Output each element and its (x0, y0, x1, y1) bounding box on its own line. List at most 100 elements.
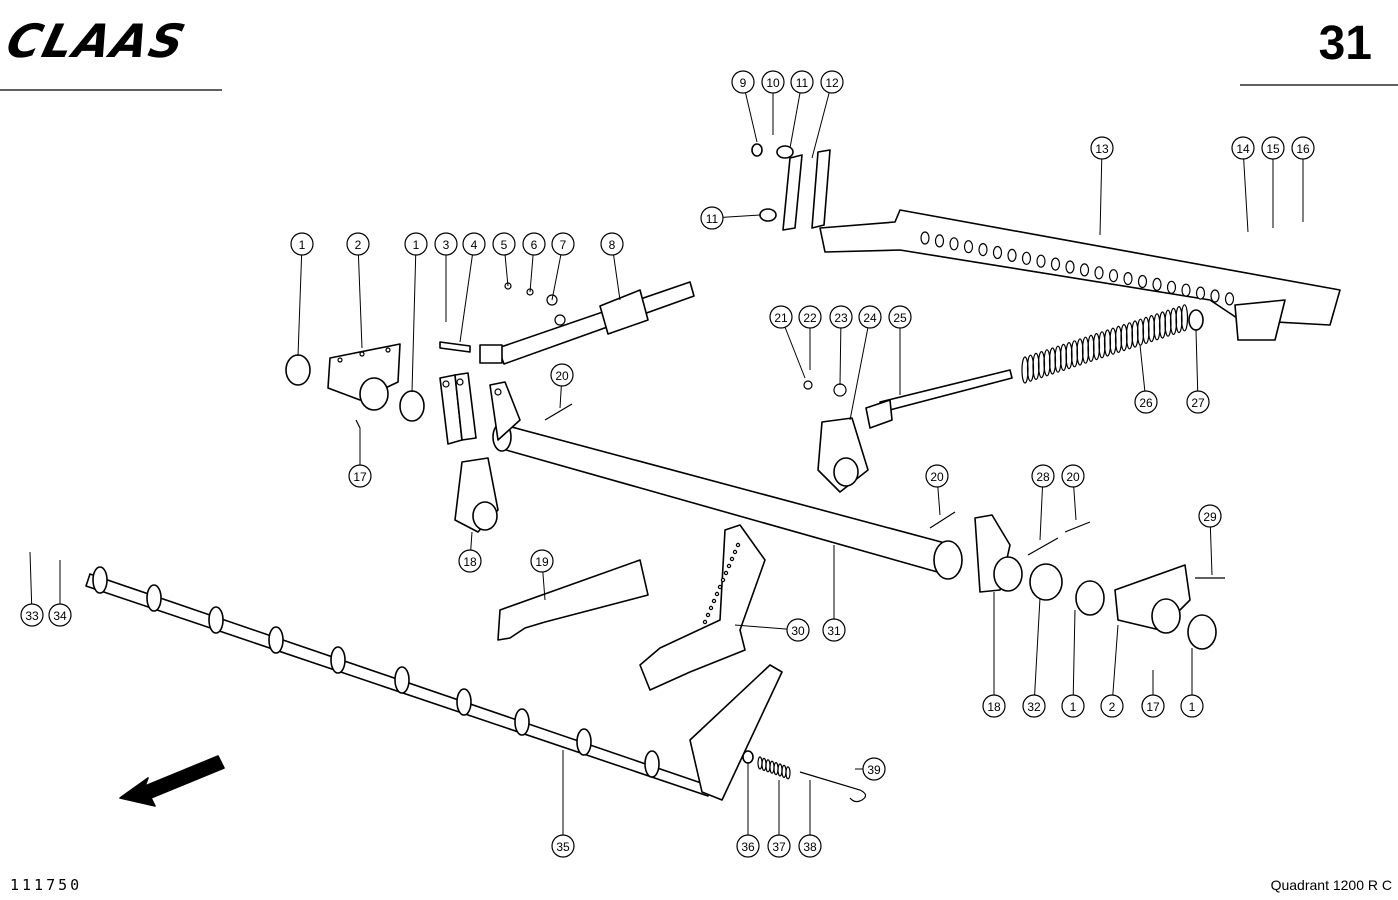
callout-number: 22 (803, 311, 817, 325)
shaft-disc (514, 708, 530, 736)
callout-c1b: 1 (404, 232, 428, 256)
spring-coil (773, 761, 779, 776)
segment-hole (723, 570, 729, 576)
callout-c1d: 1 (1180, 694, 1204, 718)
shaft-disc (92, 566, 108, 594)
callout-number: 23 (834, 311, 848, 325)
callout-number: 21 (774, 311, 788, 325)
lever-arm (689, 664, 783, 801)
shaft-disc (644, 750, 660, 778)
callout-number: 36 (741, 840, 755, 854)
callout-c24: 24 (858, 305, 882, 329)
callout-number: 25 (893, 311, 907, 325)
callout-number: 38 (803, 840, 817, 854)
segment-hole (711, 598, 717, 604)
callout-c17a: 17 (348, 464, 372, 488)
shaft-disc (268, 626, 284, 654)
spring-37 (757, 756, 791, 780)
callout-c14: 14 (1231, 136, 1255, 160)
callout-c1c: 1 (1061, 694, 1085, 718)
shaft-disc (146, 584, 162, 612)
shaft-disc (330, 646, 346, 674)
bushing-left-outer (285, 354, 311, 386)
callout-c19: 19 (530, 549, 554, 573)
callout-number: 1 (1070, 700, 1077, 714)
rod-eye (865, 399, 893, 429)
bracket-24-bore (833, 457, 859, 487)
callout-number: 19 (535, 555, 549, 569)
callout-number: 9 (740, 76, 747, 90)
frame-hole (920, 231, 930, 245)
shaft-disc (394, 666, 410, 694)
callout-number: 15 (1266, 142, 1280, 156)
callout-number: 32 (1027, 700, 1041, 714)
callout-c6: 6 (522, 232, 546, 256)
callout-c25: 25 (888, 305, 912, 329)
link-plate-b (811, 149, 831, 229)
callout-c9: 9 (731, 70, 755, 94)
roll-pin-20c (1064, 521, 1091, 533)
leader-c13 (1099, 147, 1103, 236)
bearing-housing-left (327, 343, 401, 429)
washer-36 (742, 750, 754, 764)
callout-c39: 39 (862, 757, 886, 781)
callout-c20b: 20 (925, 464, 949, 488)
frame-hole (1108, 269, 1119, 283)
callout-c16: 16 (1291, 136, 1315, 160)
leader-c2b (1111, 624, 1119, 707)
callout-c21: 21 (769, 305, 793, 329)
pin-21 (803, 380, 813, 390)
callout-number: 5 (501, 238, 508, 252)
callout-c34: 34 (48, 603, 72, 627)
callout-number: 11 (706, 212, 719, 226)
segment-hole (735, 542, 741, 548)
callout-number: 4 (471, 238, 478, 252)
bearing-housing-right-bore (1151, 598, 1181, 634)
callout-c28: 28 (1031, 464, 1055, 488)
callout-c20c: 20 (1061, 464, 1085, 488)
frame-hole (1050, 257, 1061, 271)
spring-coil (1180, 304, 1189, 332)
plate-19 (497, 559, 649, 641)
callout-number: 11 (796, 76, 809, 90)
callout-c27: 27 (1186, 390, 1210, 414)
direction-arrow-icon (119, 755, 225, 807)
leader-c1c (1072, 609, 1076, 707)
callout-number: 7 (560, 238, 567, 252)
shaft-disc (576, 728, 592, 756)
arm-18-left-bore (472, 501, 498, 531)
callout-number: 39 (867, 763, 881, 777)
roll-pin-28 (1027, 537, 1059, 556)
callout-number: 2 (1109, 700, 1116, 714)
callout-c36: 36 (736, 834, 760, 858)
callout-c2a: 2 (346, 232, 370, 256)
bushing-right-outer (1187, 614, 1217, 650)
callout-c12: 12 (820, 70, 844, 94)
callout-c37: 37 (767, 834, 791, 858)
callout-c8: 8 (600, 232, 624, 256)
frame-hole (1224, 292, 1235, 306)
leader-c12 (811, 81, 833, 159)
spring-coil (781, 764, 787, 779)
callout-number: 26 (1139, 396, 1153, 410)
callout-number: 14 (1236, 142, 1250, 156)
callout-number: 24 (863, 311, 877, 325)
callout-c5: 5 (492, 232, 516, 256)
callout-c1a: 1 (290, 232, 314, 256)
frame-hole (1021, 251, 1032, 265)
callout-number: 1 (413, 238, 420, 252)
callout-c4: 4 (462, 232, 486, 256)
hydraulic-cylinder (479, 281, 695, 365)
segment-hole (732, 549, 738, 555)
spring-coil (761, 757, 767, 772)
nut-23 (833, 383, 847, 397)
callout-number: 1 (299, 238, 306, 252)
link-plate-a (782, 154, 803, 231)
callout-c26: 26 (1134, 390, 1158, 414)
callout-c10: 10 (761, 70, 785, 94)
frame-hole (1210, 289, 1220, 303)
callout-c32: 32 (1022, 694, 1046, 718)
callout-number: 8 (609, 238, 616, 252)
frame-hole (992, 245, 1003, 260)
